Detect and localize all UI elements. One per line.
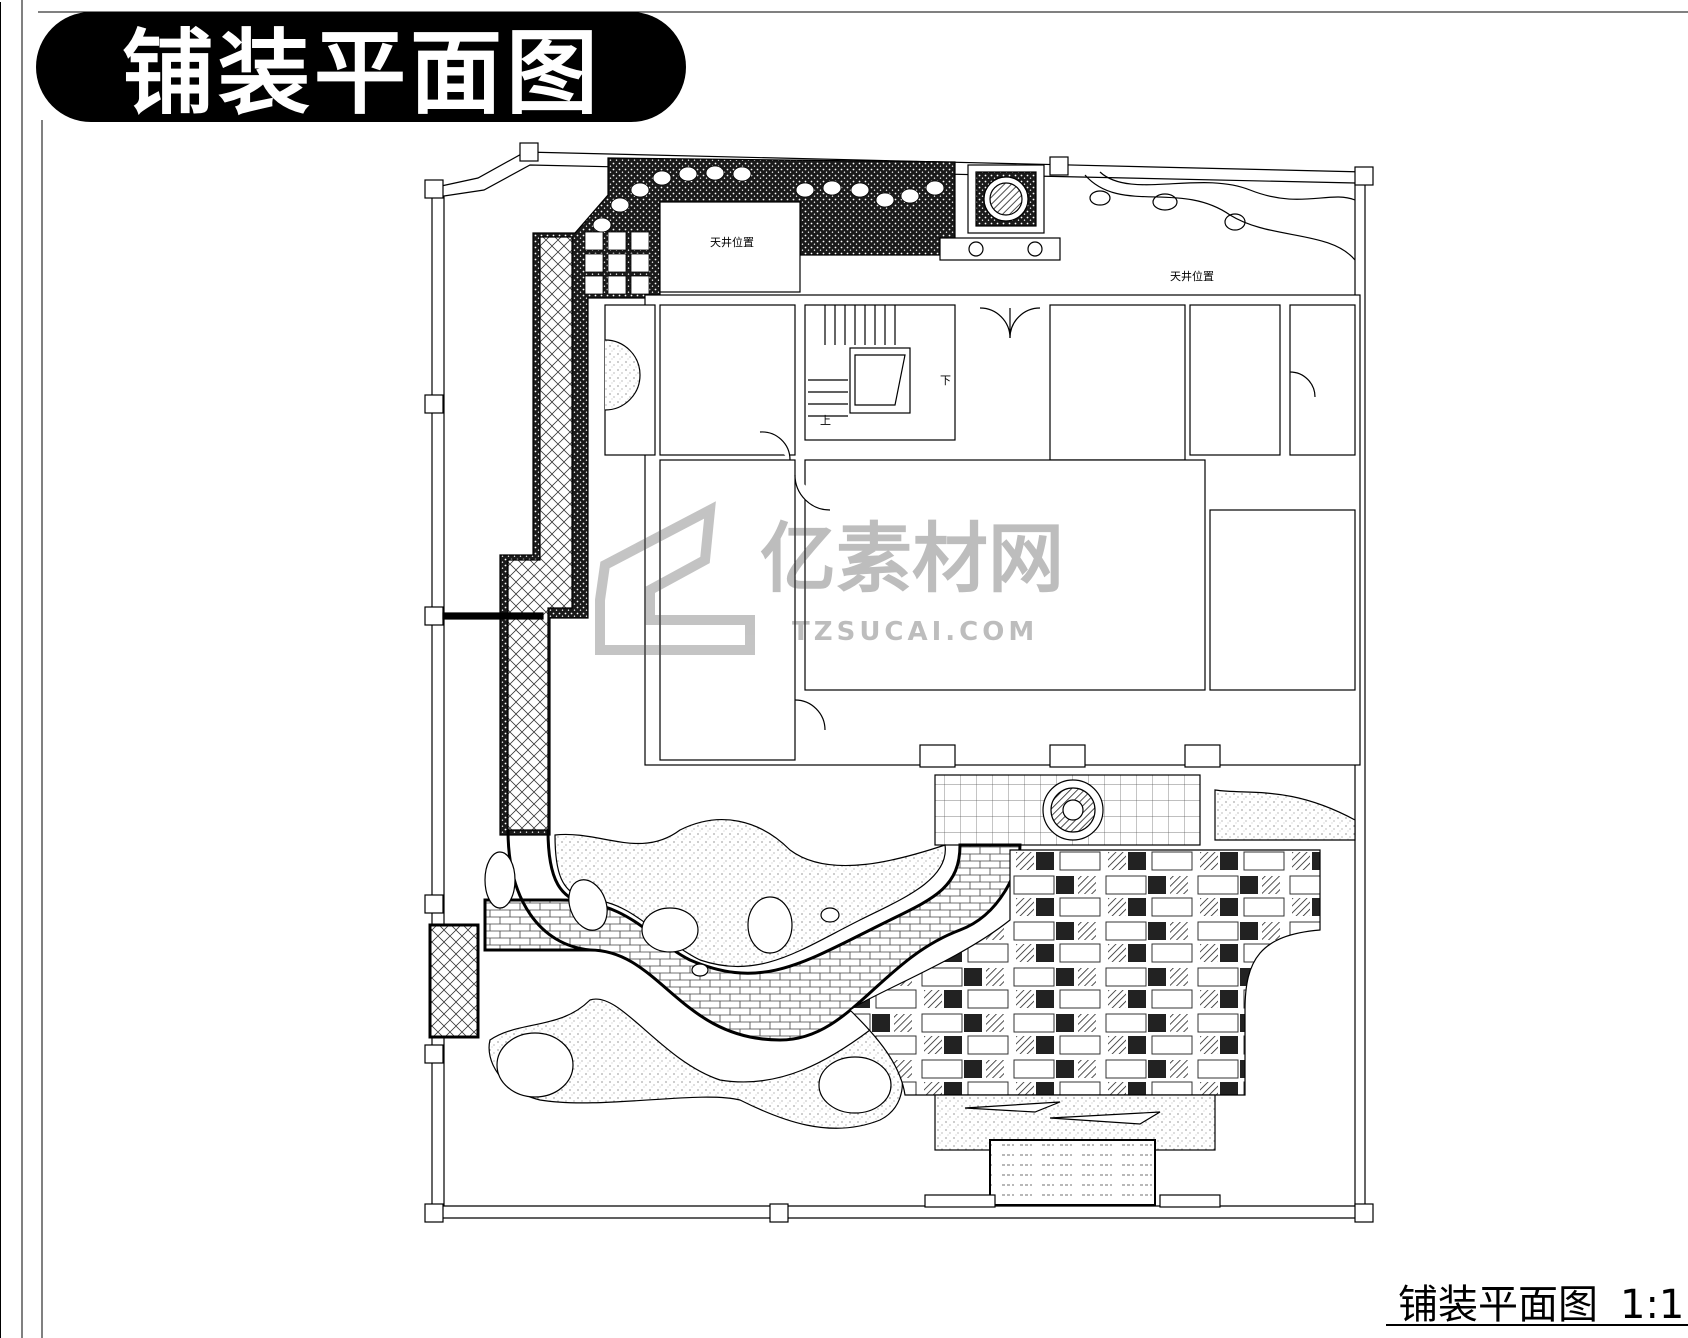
landscape-rocks: [484, 851, 892, 1114]
skylight-left: [659, 201, 801, 293]
west-deck: [428, 923, 480, 1039]
curving-path: [483, 843, 1022, 1042]
boundary-posts: [424, 142, 1374, 1223]
footer-title: 铺装平面图 1:1: [1398, 1282, 1684, 1328]
stepping-stones: [584, 165, 945, 295]
stair-down-label: 下: [940, 374, 951, 387]
watermark: 亿素材网 TZSUCAI.COM: [595, 501, 1064, 655]
herringbone-path: [507, 236, 573, 831]
site-plan: 天井位置 天井位置: [424, 142, 1374, 1223]
watermark-brand: 亿素材网: [760, 514, 1064, 603]
footer-title-text: 铺装平面图: [1398, 1282, 1598, 1328]
entry-pavilion: [939, 164, 1061, 261]
water-feature: [924, 1094, 1221, 1208]
footer-scale: 1:1: [1620, 1282, 1684, 1328]
stair-up-label: 上: [820, 414, 831, 427]
watermark-url: TZSUCAI.COM: [792, 617, 1038, 647]
rock-garden-north: [554, 819, 946, 968]
skylight-left-label: 天井位置: [710, 235, 754, 249]
checker-plaza: [849, 849, 1321, 1096]
south-terrace: [919, 744, 1221, 846]
ne-garden-curves: [1084, 171, 1356, 261]
building-plan: [644, 294, 1361, 766]
banner-title: 铺装平面图: [122, 20, 602, 127]
skylight-right-label: 天井位置: [1170, 269, 1214, 283]
title-banner: 铺装平面图: [36, 12, 686, 127]
